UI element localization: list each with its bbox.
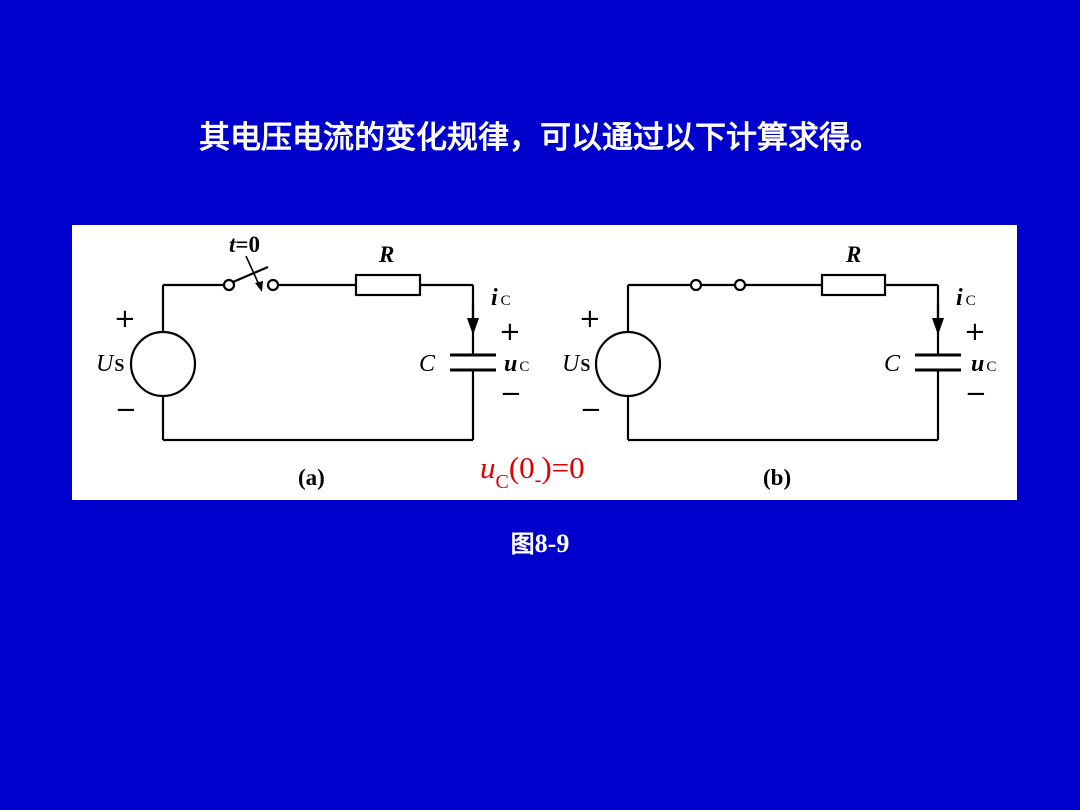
circuit-b-label: (b) <box>763 465 791 490</box>
circuit-a-cap-minus: − <box>500 379 522 409</box>
circuit-a-current-arrow-icon <box>467 318 479 335</box>
figure-caption: 图8-9 <box>0 524 1080 559</box>
circuit-b-source-minus: − <box>580 395 602 425</box>
switch-time-label: t=0 <box>229 232 260 257</box>
circuit-a-source-label: US <box>96 351 124 377</box>
circuit-b-cap-label: C <box>884 351 901 377</box>
circuit-a-source-minus: − <box>115 395 137 425</box>
circuit-a-switch <box>222 265 280 292</box>
initial-condition-annotation: uC(0-)=0 <box>480 450 585 493</box>
circuit-a-resistor <box>354 273 422 297</box>
circuit-b-resistor <box>820 273 887 297</box>
circuit-b-resistor-label: R <box>845 242 861 267</box>
circuit-b-voltage-source <box>594 330 662 398</box>
circuit-a-wires <box>161 283 475 442</box>
circuit-b-cap-plus: + <box>964 317 986 347</box>
circuit-a-voltage-source <box>129 330 197 398</box>
circuit-b-current-arrow-icon <box>932 318 944 335</box>
switch-actuator-line <box>245 255 261 288</box>
circuit-a-label: (a) <box>298 465 325 490</box>
circuit-a-cap-plus: + <box>499 317 521 347</box>
circuit-b-terminals <box>689 278 747 292</box>
circuit-a-source-plus: + <box>114 304 136 334</box>
circuit-b-capacitor <box>915 353 961 372</box>
slide-title: 其电压电流的变化规律，可以通过以下计算求得。 <box>199 120 881 156</box>
circuit-b-wires <box>626 283 940 442</box>
figure-caption-prefix: 图 <box>510 530 535 558</box>
circuit-a-cap-label: C <box>419 351 436 377</box>
figure-caption-number: 8-9 <box>534 529 570 558</box>
circuit-b-cap-minus: − <box>965 379 987 409</box>
circuit-b-source-label: US <box>562 351 590 377</box>
switch-actuator-arrow-icon <box>255 281 263 292</box>
circuit-a-capacitor <box>450 353 496 372</box>
circuit-b-source-plus: + <box>579 304 601 334</box>
circuit-a-resistor-label: R <box>378 242 394 267</box>
